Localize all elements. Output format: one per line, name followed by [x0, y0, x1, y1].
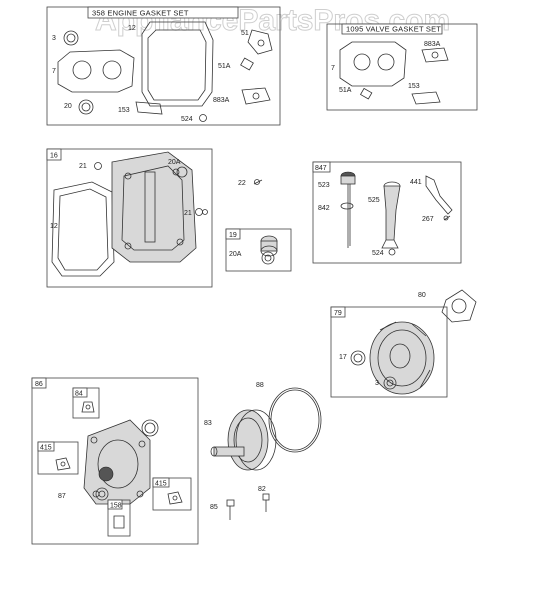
- label-883a-valve: 883A: [424, 41, 441, 48]
- gear-case-tag: 86: [35, 381, 43, 388]
- housing-assembly: 79 17 3: [330, 306, 448, 398]
- label-842: 842: [318, 205, 330, 212]
- label-83: 83: [204, 420, 212, 427]
- label-51a-valve: 51A: [339, 87, 352, 94]
- label-415-left: 415: [40, 445, 52, 452]
- label-7-valve: 7: [331, 65, 335, 72]
- label-21-upper: 21: [79, 163, 87, 170]
- dipstick-tag: 847: [315, 165, 327, 172]
- label-20: 20: [64, 103, 72, 110]
- label-85: 85: [210, 504, 218, 511]
- label-267: 267: [422, 216, 434, 223]
- label-153-valve: 153: [408, 83, 420, 90]
- label-525: 525: [368, 197, 380, 204]
- valve-gasket-set: 1095 VALVE GASKET SET 7 883A 51A 153: [326, 23, 478, 111]
- label-3-housing: 3: [375, 380, 379, 387]
- label-20a: 20A: [168, 159, 181, 166]
- label-84: 84: [75, 391, 83, 398]
- label-82: 82: [258, 486, 266, 493]
- label-22: 22: [238, 180, 246, 187]
- label-12-crankcase: 12: [50, 223, 58, 230]
- label-51: 51: [241, 30, 249, 37]
- label-524: 524: [181, 116, 193, 123]
- label-3: 3: [52, 35, 56, 42]
- label-523: 523: [318, 182, 330, 189]
- engine-gasket-set: 358 ENGINE GASKET SET 3 7 20 12 153 524 …: [46, 6, 281, 126]
- label-21-lower: 21: [184, 210, 192, 217]
- label-441: 441: [410, 179, 422, 186]
- label-51a: 51A: [218, 63, 231, 70]
- part-82-bolt: 82: [258, 486, 270, 512]
- label-88: 88: [256, 382, 264, 389]
- crankcase-assembly: 16 21 21 20A 12: [46, 148, 213, 288]
- label-7: 7: [52, 68, 56, 75]
- label-20a-seal: 20A: [229, 251, 242, 258]
- label-883a: 883A: [213, 97, 230, 104]
- dipstick-assembly: 847 523 842 525 441 267 524: [312, 161, 462, 264]
- valve-gasket-set-title: 1095 VALVE GASKET SET: [346, 25, 441, 34]
- part-83-gear: 83: [204, 409, 277, 471]
- label-153: 153: [118, 107, 130, 114]
- label-17: 17: [339, 354, 347, 361]
- seal-kit-tag: 19: [229, 232, 237, 239]
- housing-tag: 79: [334, 310, 342, 317]
- part-22-screw: 22: [238, 179, 263, 187]
- engine-gasket-set-title: 358 ENGINE GASKET SET: [92, 9, 189, 18]
- label-80: 80: [418, 292, 426, 299]
- label-12: 12: [128, 25, 136, 32]
- crankcase-tag: 16: [50, 153, 58, 160]
- label-524-dipstick: 524: [372, 250, 384, 257]
- label-415-right: 415: [155, 481, 167, 488]
- label-158: 158: [110, 503, 122, 510]
- part-85-bolt: 85: [210, 499, 235, 520]
- gear-case-assembly: 86 84 415 415 158 87: [31, 377, 199, 545]
- seal-kit: 19 20A: [225, 228, 292, 272]
- part-80-gasket: 80: [418, 289, 477, 323]
- label-87: 87: [58, 493, 66, 500]
